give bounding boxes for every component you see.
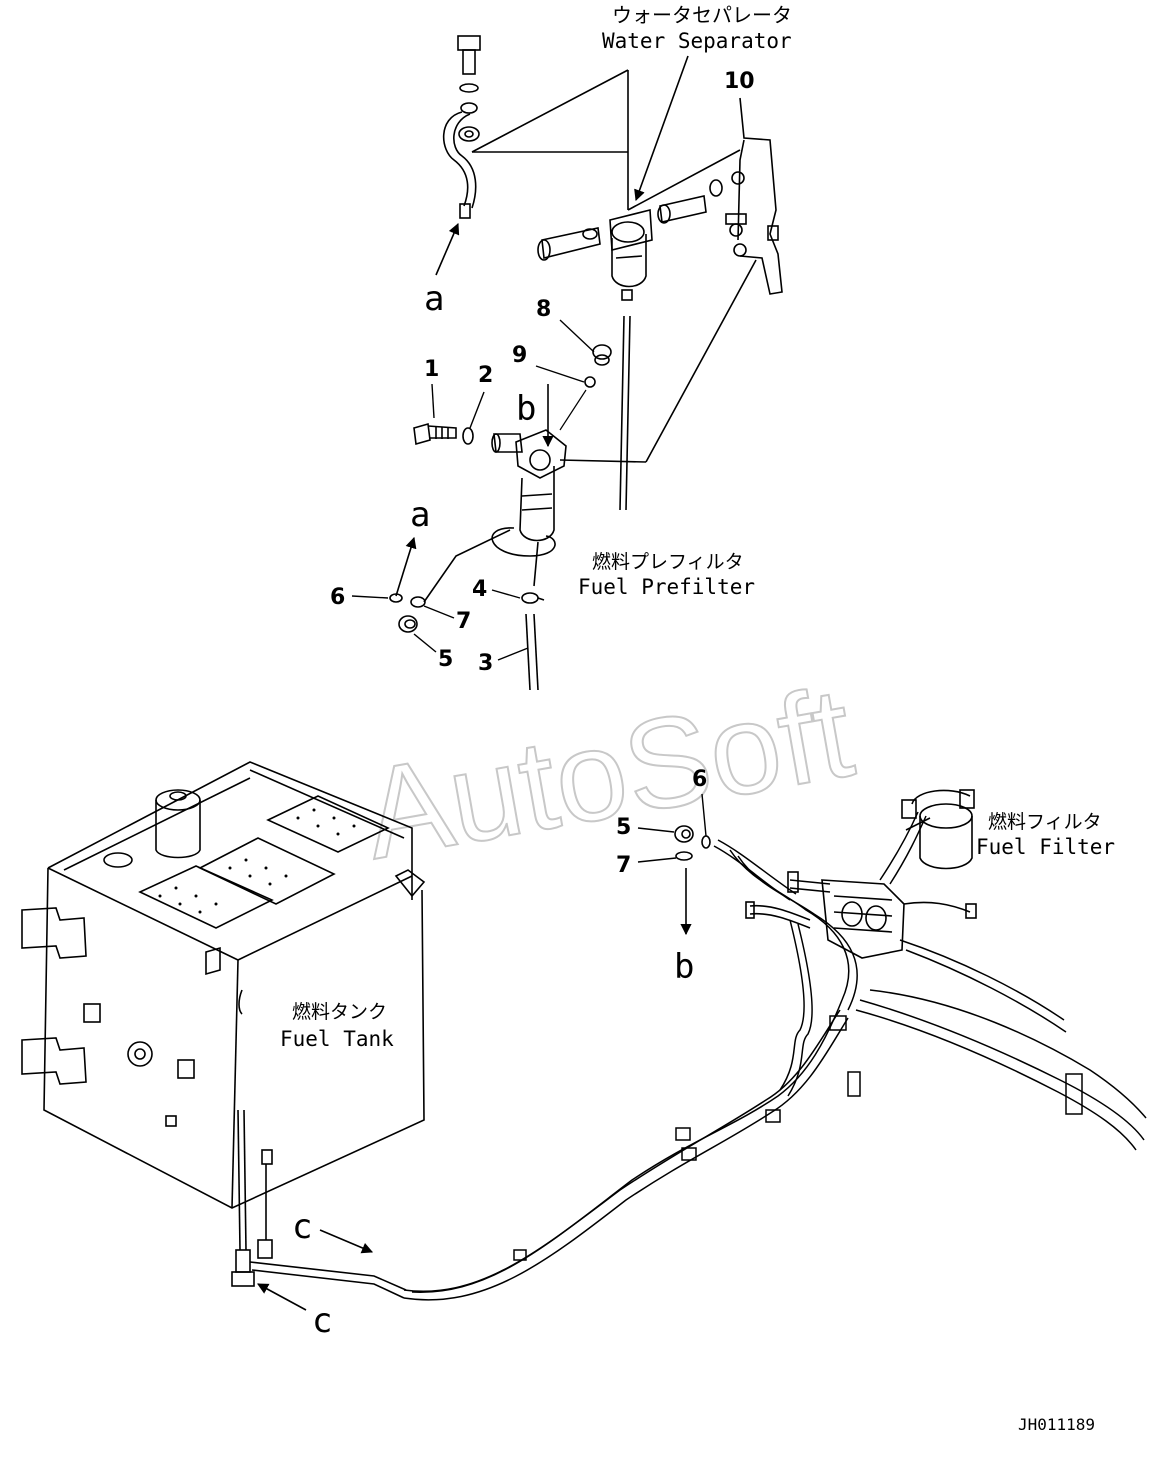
water-separator-leader (634, 55, 689, 202)
fuel-lines (403, 811, 1147, 1301)
leader-7 (423, 605, 455, 619)
leader-2 (469, 391, 485, 429)
bracket-10 (559, 97, 783, 463)
ref-a-mid: a (410, 495, 430, 535)
leader-7-lower (637, 857, 677, 863)
drawing-number: JH011189 (1018, 1415, 1095, 1434)
label-fuel-prefilter-jp: 燃料プレフィルタ (592, 551, 744, 573)
fuel-prefilter (423, 429, 567, 603)
bolt-1 (413, 422, 457, 446)
o-ring-6 (389, 593, 403, 603)
label-fuel-tank-jp: 燃料タンク (292, 1001, 387, 1023)
leader-8 (559, 319, 595, 353)
leader-5-lower (637, 827, 675, 833)
ref-c-lower: c (312, 1301, 332, 1341)
clamp-4 (521, 592, 545, 604)
leader-3 (497, 647, 529, 661)
watermark: AutoSoft (354, 661, 862, 887)
ref-b-top: b (516, 389, 536, 429)
callout-5: 5 (438, 647, 453, 672)
hose-lower-start (713, 839, 797, 901)
callout-10: 10 (724, 69, 755, 94)
label-fuel-prefilter-en: Fuel Prefilter (578, 575, 755, 599)
tank-fittings (231, 989, 407, 1299)
plug-5 (398, 615, 418, 633)
ref-b-bottom: b (674, 947, 694, 987)
ref-a-top: a (424, 279, 444, 319)
label-water-separator-en: Water Separator (602, 29, 792, 53)
leader-4 (491, 589, 521, 599)
top-bolt-and-hose (442, 35, 629, 219)
plug-5-lower (674, 825, 694, 843)
arrow-a-mid (395, 536, 417, 597)
washer-2 (462, 427, 474, 445)
ref-c-upper: c (292, 1207, 312, 1247)
o-ring-7 (410, 596, 426, 608)
leader-5 (413, 633, 437, 653)
label-fuel-filter-jp: 燃料フィルタ (988, 811, 1102, 833)
callout-7: 7 (456, 609, 471, 634)
callout-6-lower: 6 (692, 767, 707, 792)
leader-6 (351, 595, 389, 599)
o-ring-6-lower (701, 835, 711, 849)
o-ring-9 (584, 376, 596, 388)
tank-dots (158, 808, 356, 914)
plug-8 (592, 344, 612, 366)
arrow-c-lower (257, 1283, 307, 1311)
leader-6-lower (701, 793, 707, 837)
arrow-c-upper (319, 1229, 374, 1254)
callout-1: 1 (424, 357, 439, 382)
callout-4: 4 (472, 577, 487, 602)
callout-9: 9 (512, 343, 527, 368)
callout-3: 3 (478, 651, 493, 676)
callout-7-lower: 7 (616, 853, 631, 878)
water-separator (537, 179, 723, 511)
o-ring-7-lower (675, 851, 693, 861)
callout-8: 8 (536, 297, 551, 322)
fuel-tank (21, 761, 426, 1209)
leader-1 (431, 383, 435, 419)
callout-2: 2 (478, 363, 493, 388)
arrow-a-top (435, 222, 460, 276)
hose-3 (525, 613, 539, 691)
fuel-filter-assembly (745, 789, 977, 959)
label-fuel-tank-en: Fuel Tank (280, 1027, 394, 1051)
callout-6: 6 (330, 585, 345, 610)
label-water-separator-jp: ウォータセパレータ (612, 3, 792, 27)
label-fuel-filter-en: Fuel Filter (976, 835, 1115, 859)
callout-5-lower: 5 (616, 815, 631, 840)
leader-9 (535, 365, 585, 383)
